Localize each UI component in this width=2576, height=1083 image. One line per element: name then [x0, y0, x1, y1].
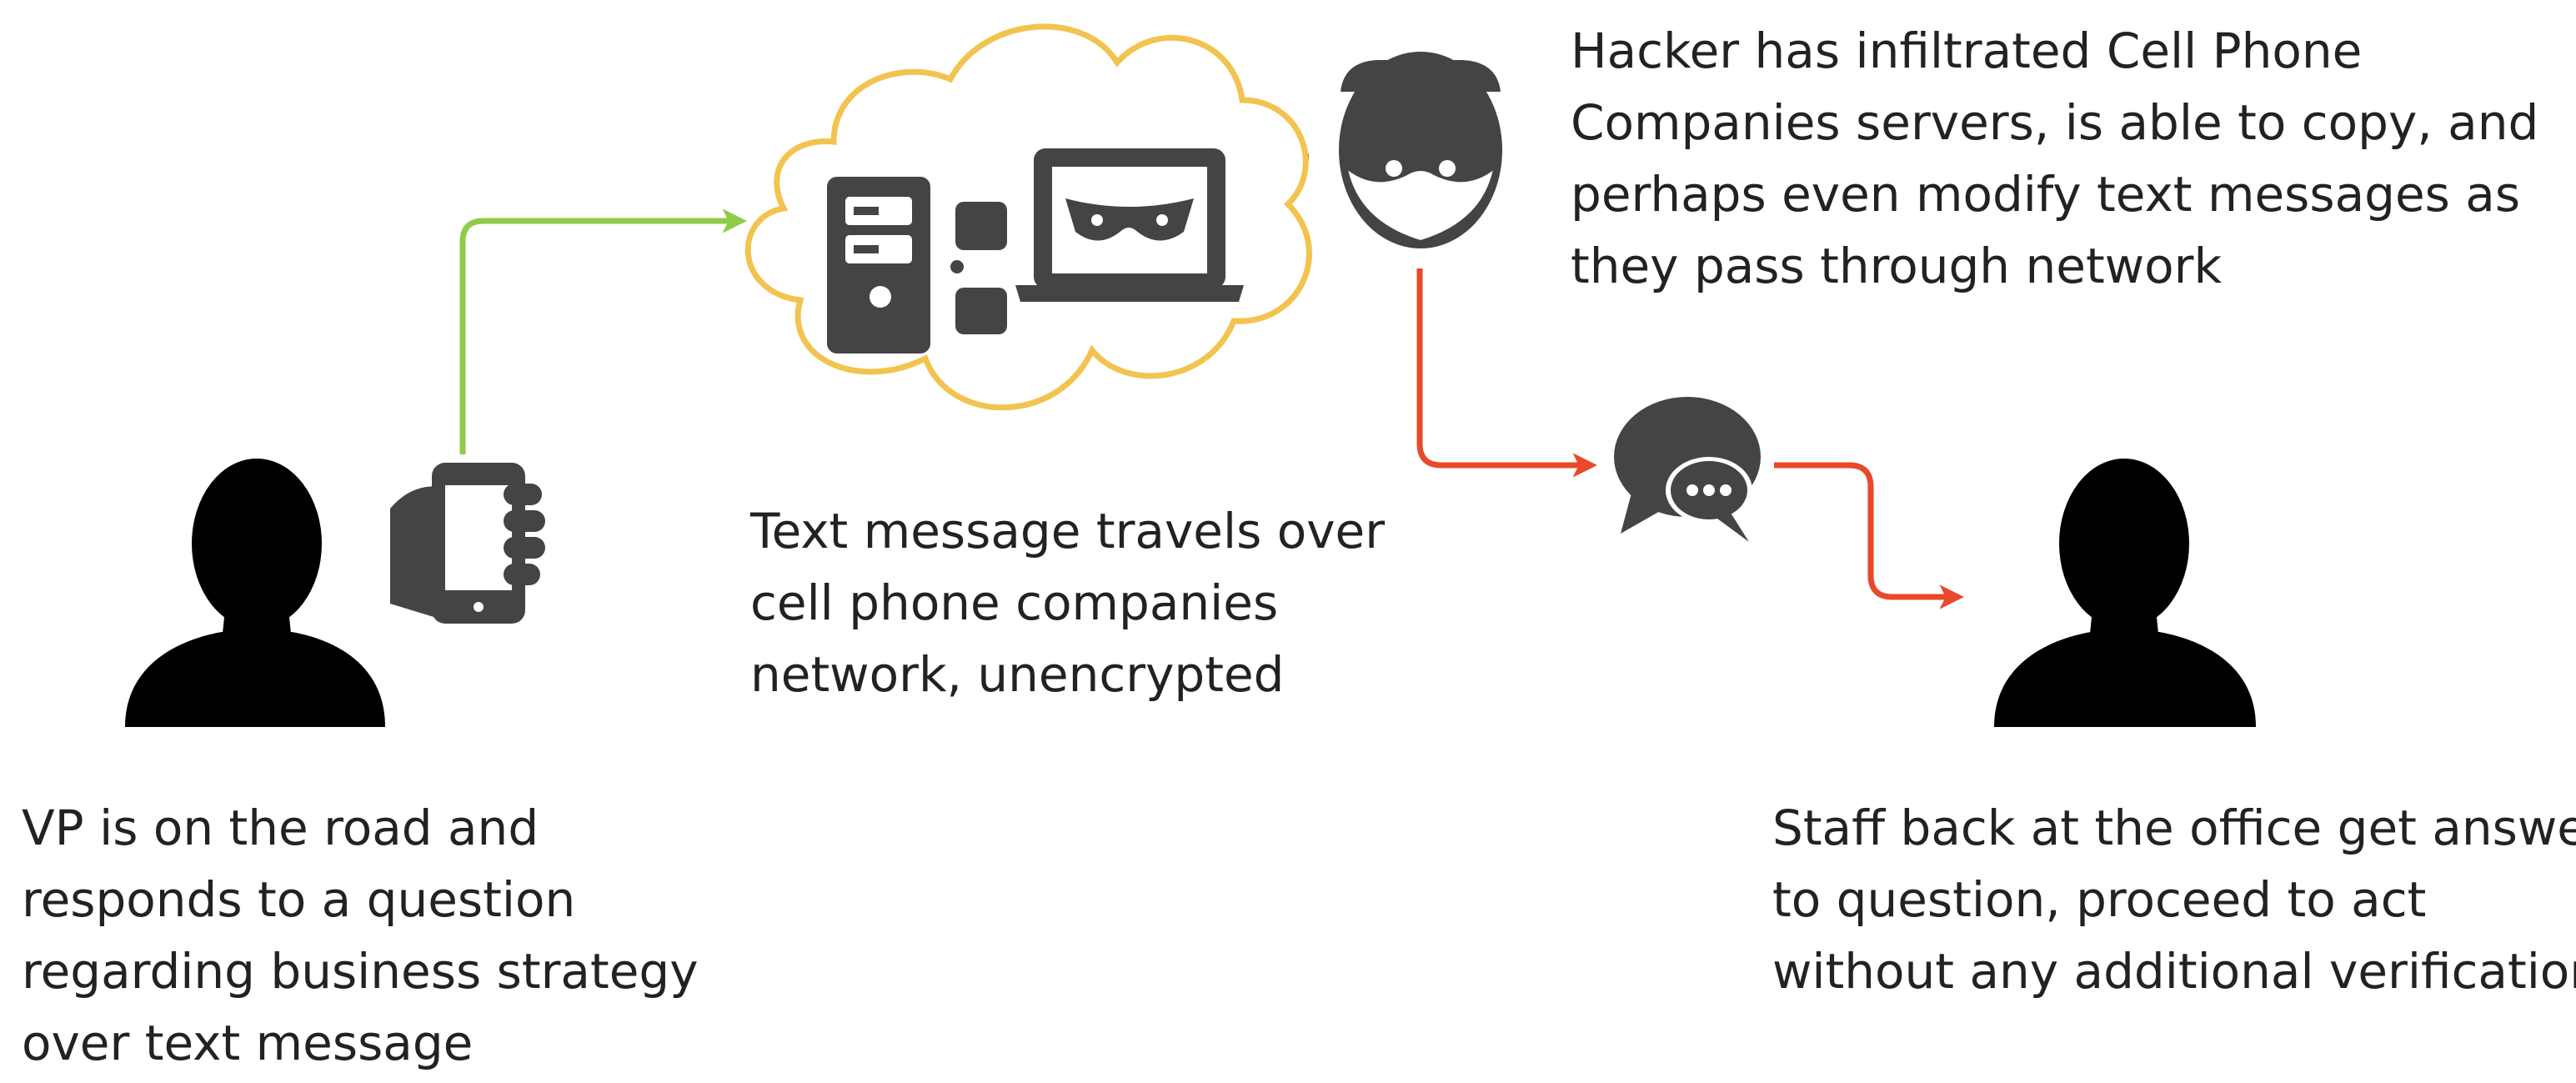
network-caption: Text message travels over cell phone com… — [750, 495, 1385, 710]
staff-caption: Staff back at the office get answer to q… — [1772, 792, 2576, 1007]
caption-line: responds to a question — [22, 871, 576, 928]
caption-line: Hacker has infiltrated Cell Phone — [1571, 23, 2363, 79]
hand-holding-phone-icon — [390, 463, 545, 624]
caption-line: regarding business strategy — [22, 943, 699, 1000]
caption-line: Staff back at the office get answer — [1772, 800, 2576, 856]
caption-line: VP is on the road and — [22, 800, 539, 856]
caption-line: Companies servers, is able to copy, and — [1571, 94, 2539, 151]
server-icon — [827, 177, 1007, 353]
caption-line: over text message — [22, 1015, 474, 1071]
caption-line: they pass through network — [1571, 238, 2223, 294]
caption-line: network, unencrypted — [750, 646, 1285, 703]
caption-line: cell phone companies — [750, 574, 1279, 631]
connector-phone-to-cloud — [459, 208, 747, 454]
caption-line: Text message travels over — [750, 503, 1386, 559]
staff-person-icon — [1994, 459, 2256, 727]
caption-line: to question, proceed to act — [1772, 871, 2427, 928]
hacker-mask-icon — [1339, 52, 1502, 248]
hacker-caption: Hacker has infiltrated Cell Phone Compan… — [1571, 15, 2538, 302]
connector-chat-to-staff — [1774, 462, 1964, 609]
vp-caption: VP is on the road and responds to a ques… — [22, 792, 699, 1079]
chat-bubbles-icon — [1614, 397, 1761, 542]
caption-line: without any additional verification — [1772, 943, 2576, 1000]
connector-hacker-to-chat — [1416, 268, 1597, 478]
vp-person-icon — [125, 459, 385, 727]
caption-line: perhaps even modify text messages as — [1571, 166, 2521, 223]
laptop-icon — [1015, 148, 1244, 302]
mask-glyph — [1065, 198, 1194, 241]
